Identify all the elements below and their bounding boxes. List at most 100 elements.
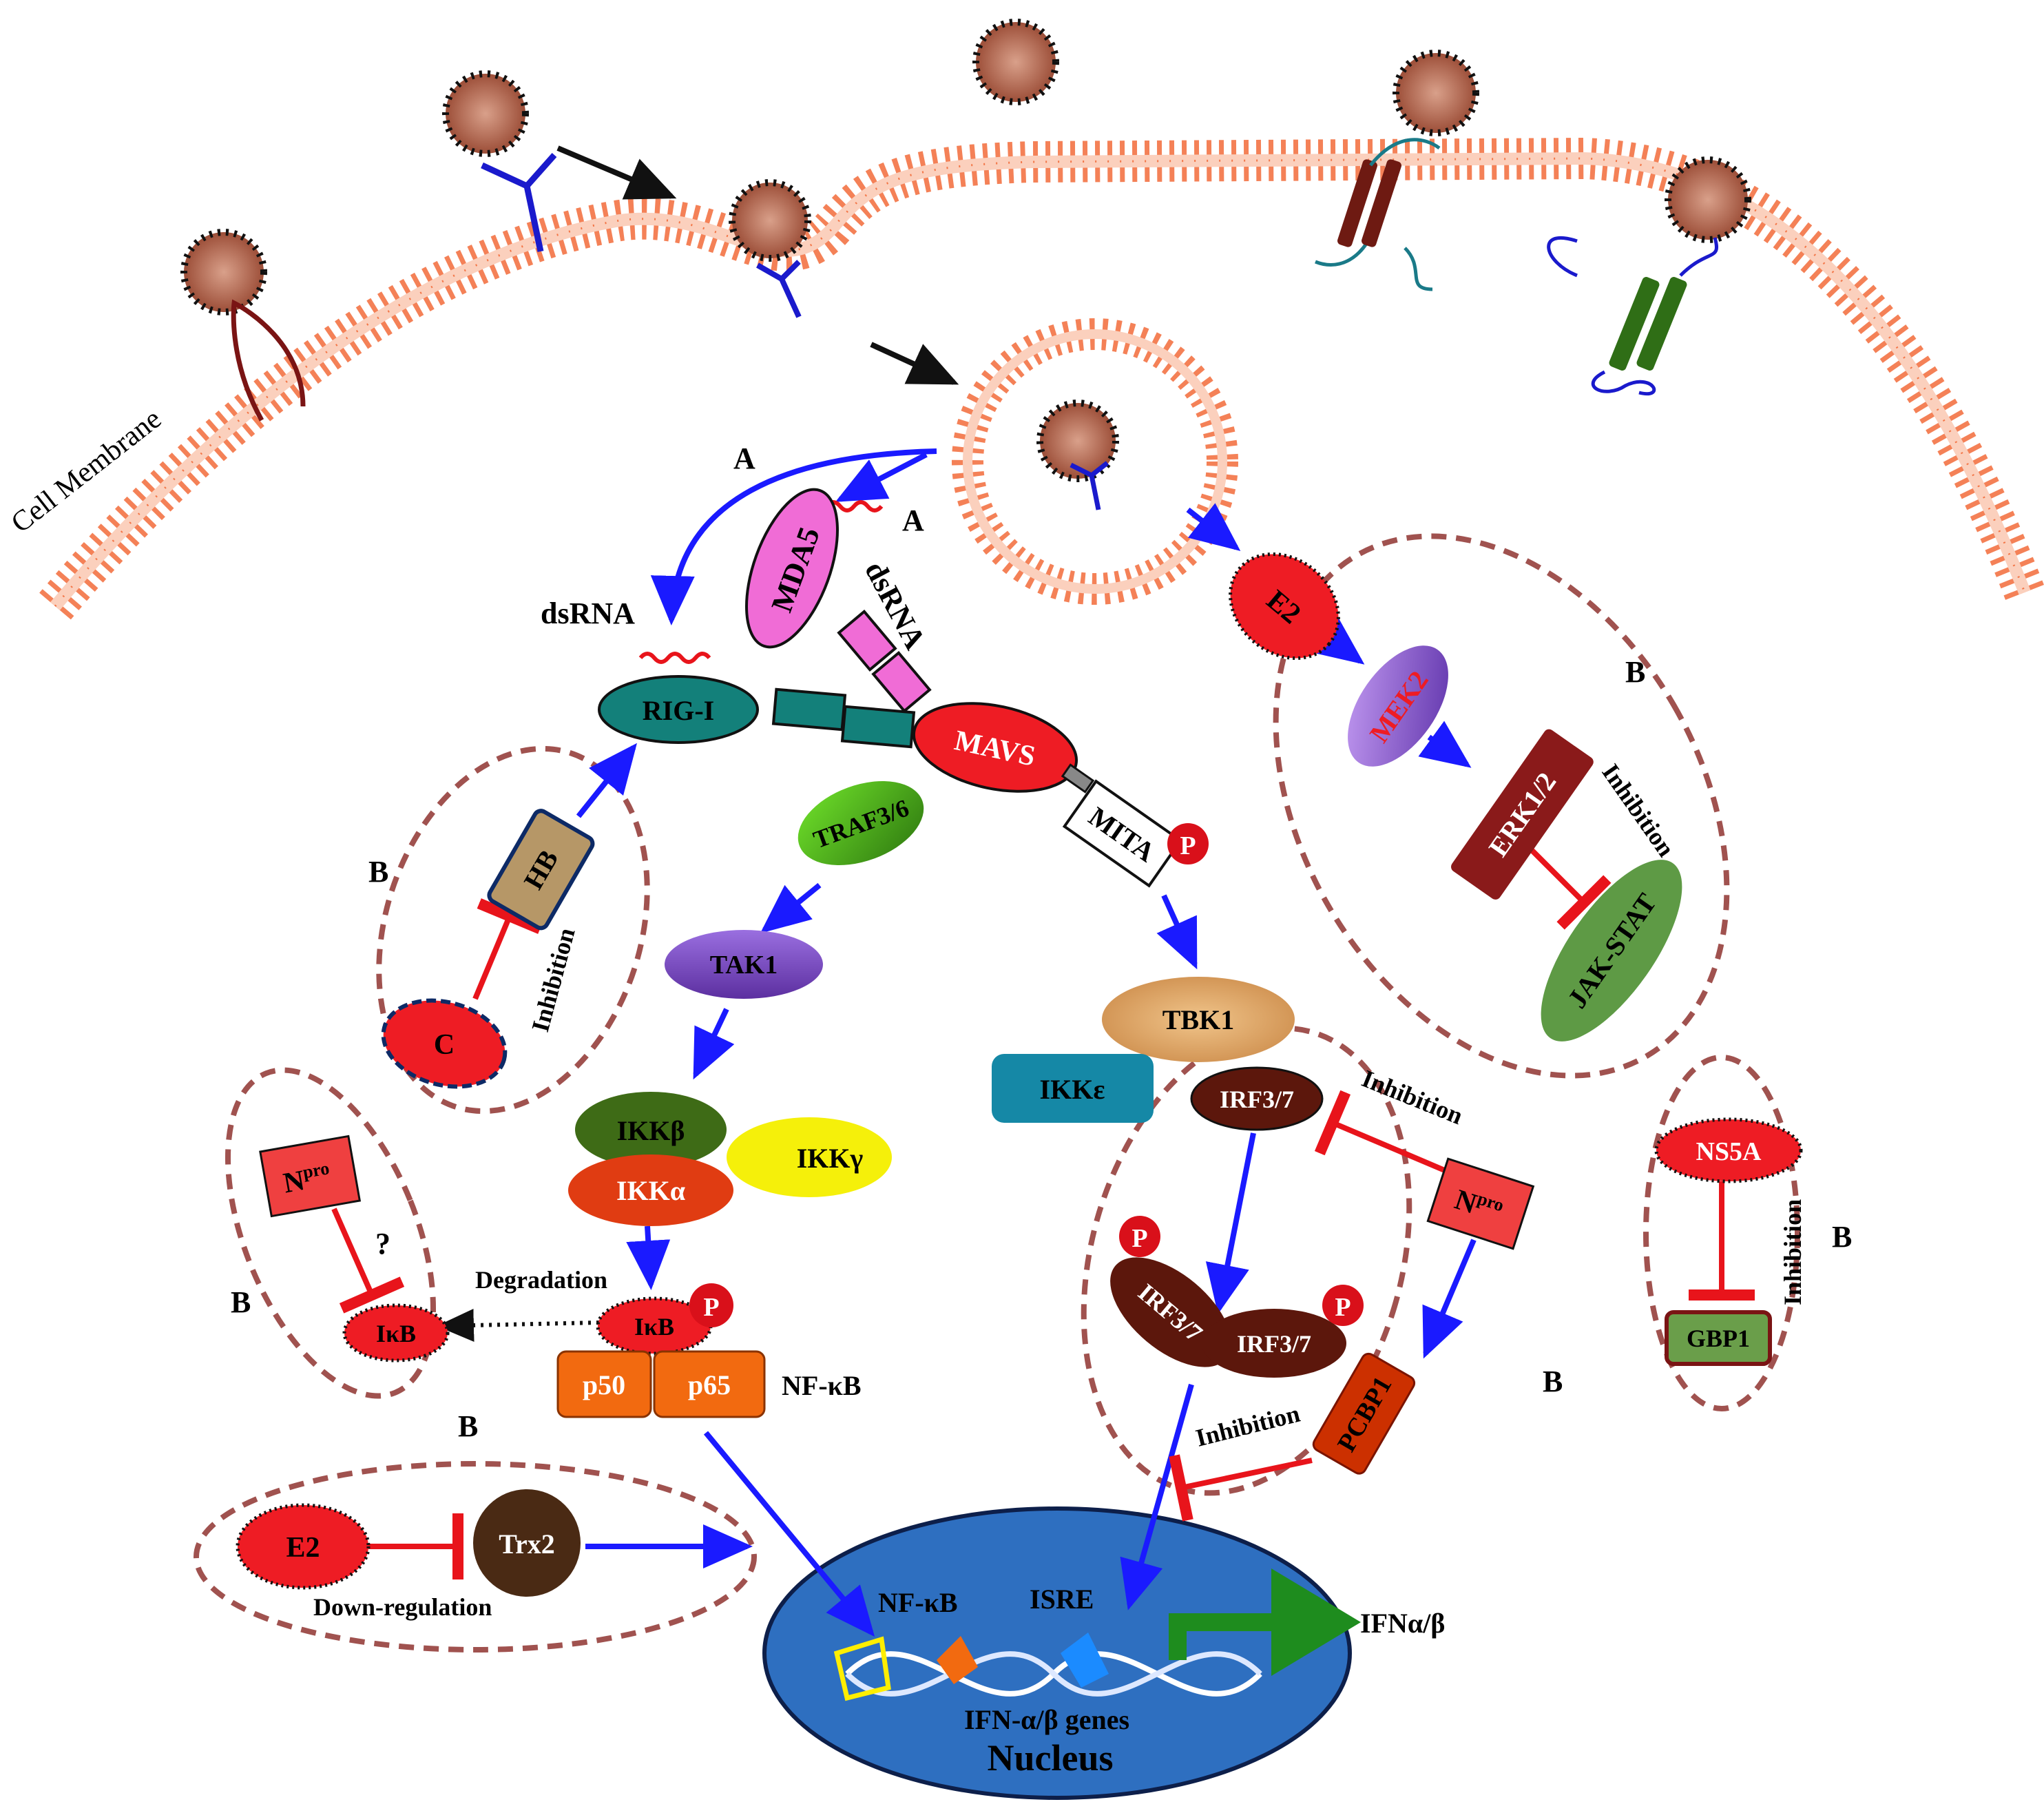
transmembrane-receptor-1 [1315, 138, 1441, 291]
erk-protein [1451, 729, 1594, 900]
pathway-letter-b-hb: B [368, 855, 388, 889]
inhibition-label-ns5a: Inhibition [1779, 1199, 1806, 1305]
irf-phospho-2 [1322, 1285, 1364, 1326]
npro-ikb-label: Npro [281, 1158, 333, 1199]
irf-dimer-2 [1202, 1309, 1346, 1378]
virus-particle-3 [729, 179, 811, 262]
c-protein [381, 998, 508, 1089]
ikkg-protein [727, 1117, 892, 1197]
ikkb-label: IKKβ [617, 1115, 685, 1146]
irf-protein [1190, 1066, 1324, 1131]
mavs-protein [912, 702, 1078, 793]
p50-label: p50 [583, 1369, 625, 1400]
endosome [952, 318, 1238, 605]
virus-particle-6 [1665, 156, 1751, 243]
entry-arrow-2 [870, 342, 959, 385]
ikb-phospho [689, 1283, 733, 1327]
y-receptor-3 [1070, 461, 1109, 510]
npro-protein-ikb [259, 1135, 362, 1218]
downregulation-label: Down-regulation [313, 1593, 492, 1621]
dsrna-label-rigi: dsRNA [541, 597, 635, 630]
nucleus-nfkb-site: NF-κB [878, 1587, 958, 1618]
inhibition-label-irf: Inhibition [1358, 1064, 1467, 1130]
tbk1-protein [1102, 977, 1295, 1062]
arrow-mek2-erk [1418, 721, 1472, 768]
e2-protein-lower [236, 1503, 371, 1590]
pathway-letter-b-ns5a: B [1832, 1220, 1852, 1254]
irf-phospho-2-label: P [1335, 1293, 1350, 1322]
virus-particle-1 [180, 229, 267, 315]
inhibit-npro-irf [1314, 1090, 1448, 1174]
rig-i-protein [598, 675, 916, 749]
mita-phospho-label: P [1180, 831, 1196, 860]
box-ns5a [1643, 1055, 1800, 1411]
degradation-label: Degradation [475, 1266, 607, 1294]
ikb-bound-label: IκB [634, 1313, 674, 1340]
pathway-letter-a-2: A [902, 504, 924, 537]
ikke-protein [992, 1054, 1154, 1123]
ifn-output-label: IFNα/β [1360, 1608, 1445, 1639]
mek2-protein [1348, 645, 1448, 767]
irf-dimer-2-label: IRF3/7 [1237, 1330, 1311, 1358]
arrow-endosome-rigi [650, 448, 937, 625]
nucleus-isre-label: ISRE [1030, 1584, 1094, 1615]
virus-particle-2 [442, 70, 529, 157]
traf-protein [797, 780, 924, 866]
y-receptor-1 [481, 153, 557, 252]
inhibit-erk-jakstat [1523, 842, 1612, 930]
ifn-output-arrow [1169, 1568, 1361, 1676]
tbk1-label: TBK1 [1162, 1004, 1234, 1035]
ikb-free-label: IκB [376, 1320, 416, 1347]
inhibition-label-hb: Inhibition [526, 925, 581, 1035]
pathway-letter-b-npro: B [231, 1285, 251, 1319]
mavs-mita-linker [1061, 763, 1095, 794]
trx2-label: Trx2 [499, 1529, 554, 1560]
p65-label: p65 [688, 1369, 731, 1400]
virus-particle-endosome [1036, 400, 1119, 482]
mita-protein [1062, 779, 1183, 888]
arrow-endosome-e2 [1186, 503, 1241, 551]
trx2-protein [473, 1489, 581, 1597]
question-mark: ? [375, 1227, 390, 1261]
irf-phospho-1 [1119, 1216, 1160, 1257]
irf-dimer-1 [1110, 1257, 1231, 1367]
box-mek-pathway [1273, 533, 1730, 1079]
dsrna-squiggle-mda5 [824, 500, 884, 512]
arrow-irf-irfdimer [1205, 1132, 1256, 1314]
irf-phospho-1-label: P [1132, 1224, 1147, 1253]
box-hb-c [376, 745, 650, 1115]
arrow-endosome-mda5 [835, 452, 928, 502]
ns5a-label: NS5A [1696, 1137, 1762, 1166]
inhibit-npro-ikb [331, 1208, 405, 1314]
nfkb-label: NF-κB [782, 1370, 862, 1401]
nucleus-label: Nucleus [987, 1737, 1113, 1779]
inhibition-label-pcbp1: Inhibition [1193, 1400, 1302, 1452]
e2-protein-upper [1229, 552, 1340, 660]
ikb-free [342, 1303, 450, 1363]
box-npro-ikb [225, 1067, 437, 1399]
nfkb-binding-site [833, 1636, 891, 1701]
arrow-hb-rigi [576, 743, 637, 818]
jakstat-protein [1541, 860, 1682, 1042]
p65-protein [653, 1350, 766, 1418]
ikke-label: IKKε [1040, 1074, 1105, 1105]
dsrna-squiggle-rigi [638, 652, 711, 664]
pathway-letter-a-1: A [733, 442, 755, 475]
cell-membrane [39, 137, 2044, 620]
pathway-letter-b-mek: B [1625, 655, 1645, 689]
nucleus-genes-label: IFN-α/β genes [964, 1704, 1129, 1735]
arrow-tak1-ikk [693, 1008, 735, 1080]
isre-binding-site [1061, 1633, 1109, 1688]
p50-protein [556, 1350, 652, 1418]
virus-particle-5 [1393, 50, 1479, 136]
mda5-protein [745, 488, 932, 714]
ikkg-label: IKKγ [797, 1143, 864, 1174]
e2-lower-label: E2 [286, 1532, 320, 1564]
arrow-nfkb-nucleus [703, 1431, 875, 1637]
ikka-label: IKKα [616, 1175, 685, 1206]
inhibition-label-erk: Inhibition [1596, 759, 1680, 862]
arrow-mita-tbk1 [1156, 894, 1198, 970]
virus-particle-4 [972, 19, 1059, 105]
hb-protein [487, 809, 595, 931]
